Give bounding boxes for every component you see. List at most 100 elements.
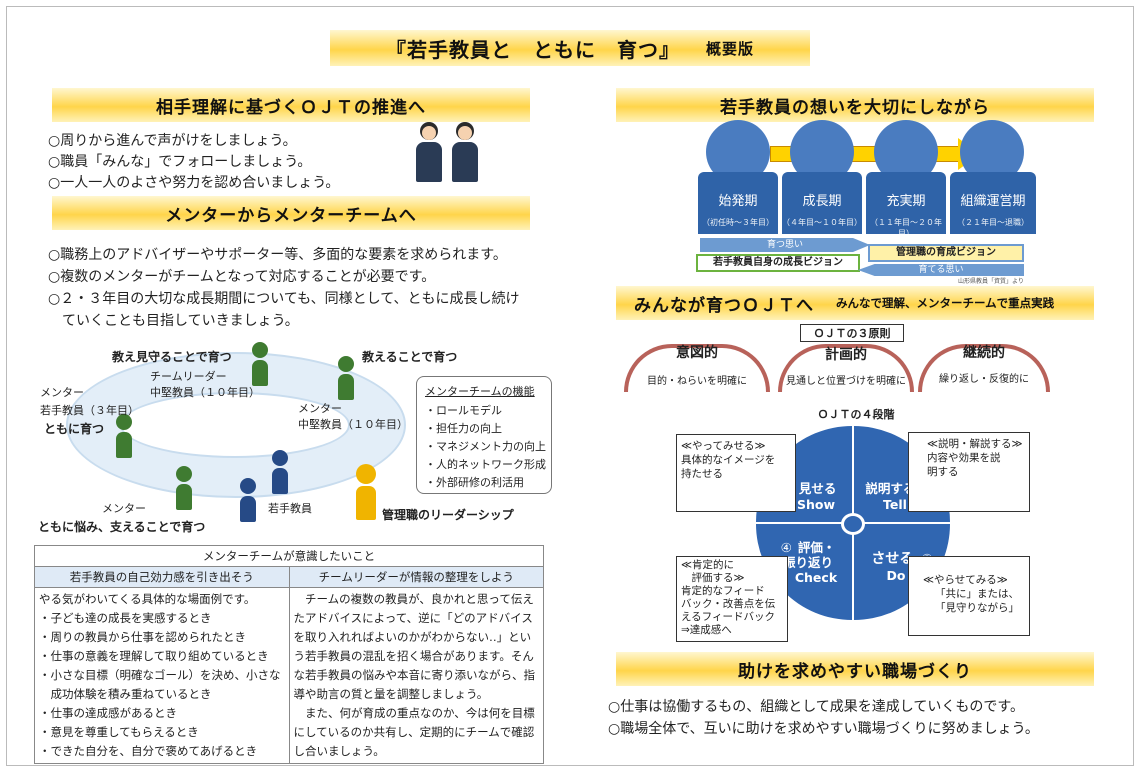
section-workplace-heading-text: 助けを求めやすい職場づくり xyxy=(738,661,972,682)
section-thoughts-heading: 若手教員の想いを大切にしながら xyxy=(616,88,1094,122)
note-show: ≪やってみせる≫ 具体的なイメージを 持たせる xyxy=(676,434,796,512)
mentor-line-2: ○複数のメンターがチームとなって対応することが必要です。 xyxy=(48,269,436,285)
section-ojt-heading-text: 相手理解に基づくＯＪＴの推進へ xyxy=(156,97,426,118)
col2-line: にしているのか共有し、定期的にチームで確認 xyxy=(293,725,535,739)
col1-line: ・仕事の意義を理解して取り組めているとき xyxy=(39,649,269,663)
stage-1: 始発期 （初任時～３年目） xyxy=(698,172,778,234)
label-leadership: 管理職のリーダーシップ xyxy=(382,508,514,522)
col2-line: な若手教員の悩みや本音に寄り添いながら、指 xyxy=(293,668,536,682)
table-col1-head: 若手教員の自己効力感を引き出そう xyxy=(34,566,290,588)
note-check-line: 肯定的なフィード xyxy=(681,585,765,597)
note-do: ≪やらせてみる≫ 「共に」または、 「見守りながら」 xyxy=(908,556,1030,636)
col1-line: ・周りの教員から仕事を認められたとき xyxy=(39,630,246,644)
note-show-line: ≪やってみせる≫ xyxy=(681,440,766,452)
stage-1-name: 始発期 xyxy=(718,194,758,209)
own-vision-text: 若手教員自身の成長ビジョン xyxy=(713,257,843,268)
note-do-line: 「見守りながら」 xyxy=(935,602,1019,614)
note-tell-line: 明する xyxy=(927,466,959,478)
col1-line: ・仕事の達成感があるとき xyxy=(39,706,177,720)
table-caption: メンターチームが意識したいこと xyxy=(34,545,544,567)
function-item: ・外部研修の利活用 xyxy=(425,476,524,489)
stage-3: 充実期 （１１年目～２０年目） xyxy=(866,172,946,238)
note-tell-line: 内容や効果を説 xyxy=(927,452,1001,464)
note-check-line: ≪肯定的に xyxy=(681,559,734,571)
mentor-bottom-figure xyxy=(176,466,192,510)
step-check-en: Check xyxy=(794,570,838,585)
ojt-line-1: ○周りから進んで声がけをしましょう。 xyxy=(48,133,297,149)
team-leader-figure xyxy=(252,342,268,386)
ojt-line-2: ○職員「みんな」でフォローしましょう。 xyxy=(48,154,312,170)
section-thoughts-heading-text: 若手教員の想いを大切にしながら xyxy=(720,97,990,118)
col1-line: ・小さな目標（明確なゴール）を決め、小さな xyxy=(39,668,281,682)
principle-2-desc: 見通しと位置づけを明確に xyxy=(786,376,906,387)
mentor-line-1: ○職務上のアドバイザーやサポーター等、多面的な要素を求められます。 xyxy=(48,247,507,263)
mentor-line-3: ○２・３年目の大切な成長期間についても、同様として、ともに成長し続け xyxy=(48,291,520,307)
function-item: ・マネジメント力の向上 xyxy=(425,440,546,453)
stages-source: 山形県教員「資質」より xyxy=(958,278,1024,285)
label-mentor-left-1: メンター xyxy=(40,386,84,399)
stage-4: 組織運営期 （２１年目～退職） xyxy=(950,172,1036,234)
mentor-left-figure xyxy=(116,414,132,458)
workplace-line-1: ○仕事は協働するもの、組織として成果を達成していくものです。 xyxy=(608,699,1024,715)
step-do-name: させる xyxy=(871,551,914,567)
col2-line: し合いましょう。 xyxy=(293,744,385,758)
function-item: ・担任力の向上 xyxy=(425,422,502,435)
stage-2: 成長期 （４年目～１０年目） xyxy=(782,172,862,234)
mentor-right-figure xyxy=(338,356,354,400)
stage-2-name: 成長期 xyxy=(802,194,842,209)
stages-title: ＯＪＴの４段階 xyxy=(817,408,895,421)
step-tell-en: Tell xyxy=(883,497,907,512)
label-top: 教え見守ることで育つ xyxy=(112,350,232,364)
col2-line: チームの複数の教員が、良かれと思って伝え xyxy=(293,592,534,606)
stage-1-sub: （初任時～３年目） xyxy=(702,218,774,227)
stage-3-sub: （１１年目～２０年目） xyxy=(870,218,942,238)
step-check-name: 評価・ 振り返り xyxy=(782,540,836,570)
note-show-line: 具体的なイメージを xyxy=(681,454,776,466)
table-col1-body: やる気がわいてくる具体的な場面例です。 ・子ども達の成長を実感するとき ・周りの… xyxy=(34,587,290,764)
note-check-line: 評価する≫ xyxy=(681,572,745,584)
note-do-line: 「共に」または、 xyxy=(935,588,1019,600)
label-mentor-left-2: 若手教員（３年目） xyxy=(40,404,139,417)
grow-arrow: 育つ思い xyxy=(700,238,870,252)
ojt-line-3: ○一人一人のよさや努力を認め合いましょう。 xyxy=(48,175,340,191)
label-teach: 教えることで育つ xyxy=(362,350,458,364)
step-show-name: 見せる xyxy=(798,481,837,496)
stage-4-sub: （２１年目～退職） xyxy=(957,218,1029,227)
col1-line: やる気がわいてくる具体的な場面例です。 xyxy=(39,592,256,606)
function-item: ・ロールモデル xyxy=(425,404,502,417)
note-tell: ≪説明・解説する≫ 内容や効果を説 明する xyxy=(908,432,1030,512)
mentor-line-4: ていくことも目指していきましょう。 xyxy=(48,313,299,329)
mentor-team-ellipse-inner xyxy=(120,392,350,458)
workplace-line-2: ○職場全体で、互いに助けを求めやすい職場づくりに努めましょう。 xyxy=(608,721,1039,737)
table-col2-head: チームリーダーが情報の整理をしよう xyxy=(288,566,544,588)
page-title: 『若手教員と ともに 育つ』 xyxy=(385,37,680,62)
note-tell-line: ≪説明・解説する≫ xyxy=(927,438,1023,450)
col2-line: う若手教員の混乱を招く場合があります。そん xyxy=(293,649,534,663)
section-everyone-heading-sub: みんなで理解、メンターチームで重点実践 xyxy=(836,296,1055,310)
step-tell-name: 説明する xyxy=(865,481,916,496)
note-check-line: バック・改善点を伝 xyxy=(681,598,776,610)
principle-1-name: 意図的 xyxy=(676,345,718,361)
col2-line: を取り入れればよいのかがわからない‥」とい xyxy=(293,630,532,644)
note-do-line: ≪やらせてみる≫ xyxy=(923,574,1008,586)
col2-line: また、何が育成の重点なのか、今は何を目標 xyxy=(293,706,535,720)
col2-line: 導や助言の質と量を調整しましょう。 xyxy=(293,687,489,701)
section-everyone-heading: みんなが育つＯＪＴへ みんなで理解、メンターチームで重点実践 xyxy=(616,286,1094,320)
manager-vision-text: 管理職の育成ビジョン xyxy=(896,247,996,258)
stage-3-name: 充実期 xyxy=(886,194,926,209)
principle-1-desc: 目的・ねらいを明確に xyxy=(647,376,747,387)
note-check-line: えるフィードバック xyxy=(681,611,775,623)
young-teacher-figure-1 xyxy=(240,478,256,522)
section-ojt-heading: 相手理解に基づくＯＪＴの推進へ xyxy=(52,88,530,122)
manager-figure xyxy=(356,464,376,520)
page-subtitle: 概要版 xyxy=(705,39,754,58)
section-mentor-heading: メンターからメンターチームへ xyxy=(52,196,530,230)
mentor-team-table: メンターチームが意識したいこと 若手教員の自己効力感を引き出そう チームリーダー… xyxy=(34,545,544,764)
label-team-leader: チームリーダー xyxy=(150,370,227,383)
own-vision-box: 若手教員自身の成長ビジョン xyxy=(696,254,860,272)
col1-line: 成功体験を積み重ねているとき xyxy=(39,687,212,701)
step-do-en: Do xyxy=(886,568,906,583)
col1-line: ・子ども達の成長を実感するとき xyxy=(39,611,212,625)
label-team-leader-sub: 中堅教員（１０年目） xyxy=(150,386,260,399)
principle-3-desc: 繰り返し・反復的に xyxy=(939,374,1029,385)
